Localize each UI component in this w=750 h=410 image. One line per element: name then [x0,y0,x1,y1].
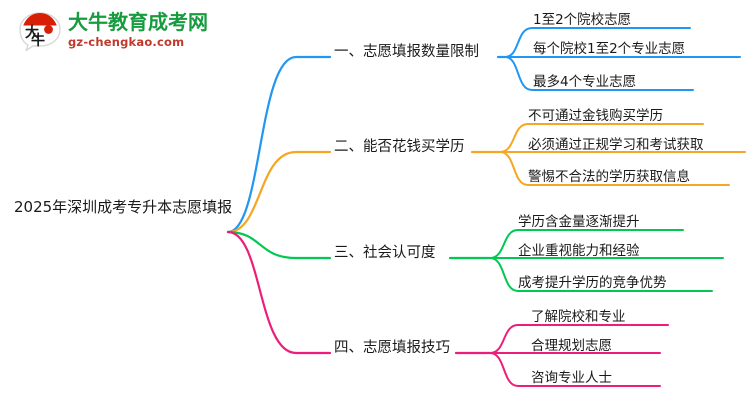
logo-mark-icon: 大 牛 [19,12,61,51]
branch-4-connectors [226,230,669,387]
logo-brand-cn: 大牛教育成考网 [68,10,208,34]
logo-wordmark: 大牛教育成考网 gz-chengkao.com [68,10,208,50]
leaf-label-4-1[interactable]: 了解院校和专业 [531,309,626,325]
branch-1-connectors [226,27,741,234]
svg-text:大: 大 [25,24,39,41]
leaf-label-2-2[interactable]: 必须通过正规学习和考试获取 [528,137,704,153]
leaf-label-3-3[interactable]: 成考提升学历的竞争优势 [518,275,667,291]
logo-brand-en: gz-chengkao.com [68,35,185,49]
leaf-label-2-1[interactable]: 不可通过金钱购买学历 [528,108,663,124]
leaf-label-4-3[interactable]: 咨询专业人士 [531,370,612,386]
branch-label-3[interactable]: 三、社会认可度 [334,245,436,261]
leaf-label-3-1[interactable]: 学历含金量逐渐提升 [518,214,640,230]
leaf-label-2-3[interactable]: 警惕不合法的学历获取信息 [528,169,690,185]
leaf-label-1-3[interactable]: 最多4个专业志愿 [533,74,637,90]
leaf-label-4-2[interactable]: 合理规划志愿 [531,338,612,354]
mindmap-root-label: 2025年深圳成考专升本志愿填报 [14,198,233,216]
branch-label-2[interactable]: 二、能否花钱买学历 [334,139,465,155]
branch-label-4[interactable]: 四、志愿填报技巧 [334,340,450,356]
leaf-label-1-1[interactable]: 1至2个院校志愿 [533,12,632,28]
site-logo: 大 牛 大牛教育成考网 gz-chengkao.com [18,8,208,54]
branch-2-connectors [226,123,746,234]
svg-text:牛: 牛 [31,32,45,49]
leaf-label-3-2[interactable]: 企业重视能力和经验 [518,243,640,259]
branch-3-connectors [226,229,724,292]
branch-label-1[interactable]: 一、志愿填报数量限制 [334,44,479,60]
leaf-label-1-2[interactable]: 每个院校1至2个专业志愿 [533,41,686,57]
